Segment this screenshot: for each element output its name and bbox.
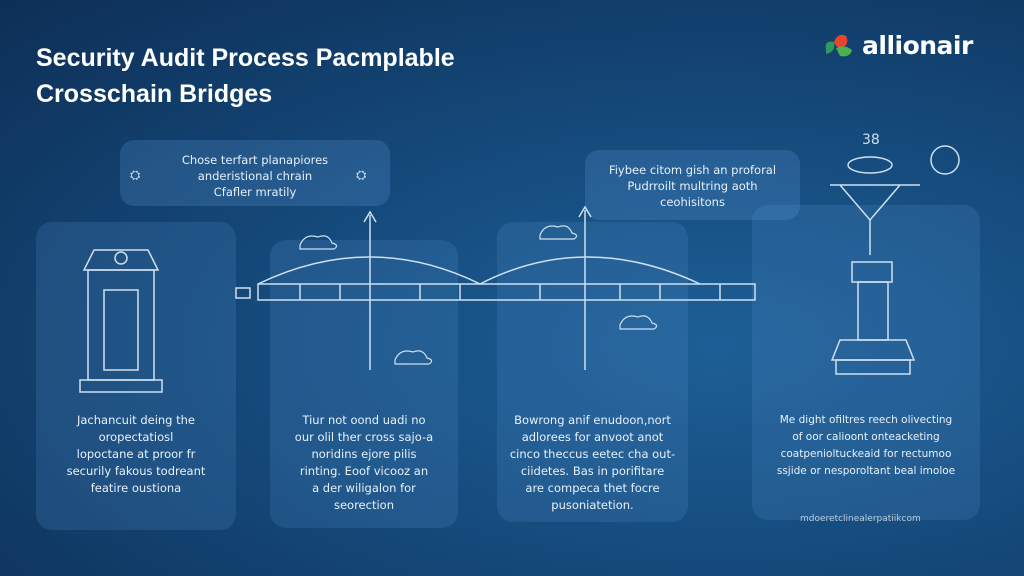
panel-line: Tiur not oond uadi no [302, 413, 426, 427]
panel-line: coatpenioltuckeaid for rectumoo [780, 448, 952, 460]
panel-line: lopoctane at proor fr [76, 447, 196, 461]
brand-name: allionair [862, 30, 973, 60]
tower-icon [830, 145, 960, 375]
bridge-icon [235, 205, 756, 370]
title-line-1: Security Audit Process Pacmplable [36, 44, 455, 72]
brand-logo: allionair [822, 30, 973, 60]
footer-url: mdoeretclinealerpatiikcom [800, 514, 921, 524]
step-panel-1 [36, 222, 236, 530]
panel-3-text: Bowrong anif enudoon,nort adlorees for a… [497, 412, 688, 514]
panel-line: noridins ejore pilis [311, 447, 417, 461]
shield-icon: ⛭ [130, 168, 141, 183]
panel-line: pusoniatetion. [551, 498, 634, 512]
panel-line: rinting. Eoof vicooz an [299, 464, 429, 478]
panel-4-text: Me dight ofiltres reech olivecting of oo… [752, 412, 980, 480]
panel-line: cinco theccus eetec cha out- [509, 447, 676, 461]
panel-line: adlorees for anvoot anot [521, 430, 664, 444]
step-panel-3 [497, 222, 688, 522]
server-building-icon [79, 249, 163, 393]
panel-line: a der wiligalon for [312, 481, 416, 495]
panel-2-text: Tiur not oond uadi no our olil ther cros… [270, 412, 458, 514]
panel-line: oropectatiosl [98, 430, 174, 444]
gauge-label: 38 [862, 132, 880, 148]
panel-line: seorection [333, 498, 394, 512]
panel-line: are compeca thet focre [525, 481, 660, 495]
callout-line: anderistional chrain [197, 169, 313, 183]
cloud-icon [299, 225, 658, 365]
callout-line: Fiybee citom gish an proforal [608, 163, 777, 177]
panel-line: our olil ther cross sajo-a [294, 430, 434, 444]
panel-line: Me dight ofiltres reech olivecting [779, 414, 953, 426]
shield-icon: ⛭ [356, 168, 367, 183]
callout-line: Chose terfart planapiores [181, 153, 329, 167]
callout-line: Cfafler mratily [213, 185, 297, 199]
callout-2: Fiybee citom gish an proforal Pudrroilt … [585, 150, 800, 220]
callout-line: Pudrroilt multring aoth [627, 179, 758, 193]
panel-line: featire oustiona [90, 481, 182, 495]
title-line-2: Crosschain Bridges [36, 80, 273, 108]
panel-line: ssjide or nesporoltant beal imoloe [776, 465, 956, 477]
page-title: Security Audit Process Pacmplable Crossc… [36, 40, 455, 112]
callout-line: ceohisitons [660, 195, 725, 209]
step-panel-2 [270, 240, 458, 528]
brand-leaf-icon [825, 34, 852, 57]
panel-line: Jachancuit deing the [76, 413, 196, 427]
panel-line: of oor calioont onteacketing [792, 431, 940, 443]
panel-1-text: Jachancuit deing the oropectatiosl lopoc… [36, 412, 236, 497]
step-panel-4 [752, 205, 980, 520]
panel-line: ciidetes. Bas in porifitare [520, 464, 665, 478]
callout-1: Chose terfart planapiores anderistional … [120, 140, 390, 206]
panel-line: Bowrong anif enudoon,nort [514, 413, 671, 427]
panel-line: securily fakous todreant [66, 464, 206, 478]
